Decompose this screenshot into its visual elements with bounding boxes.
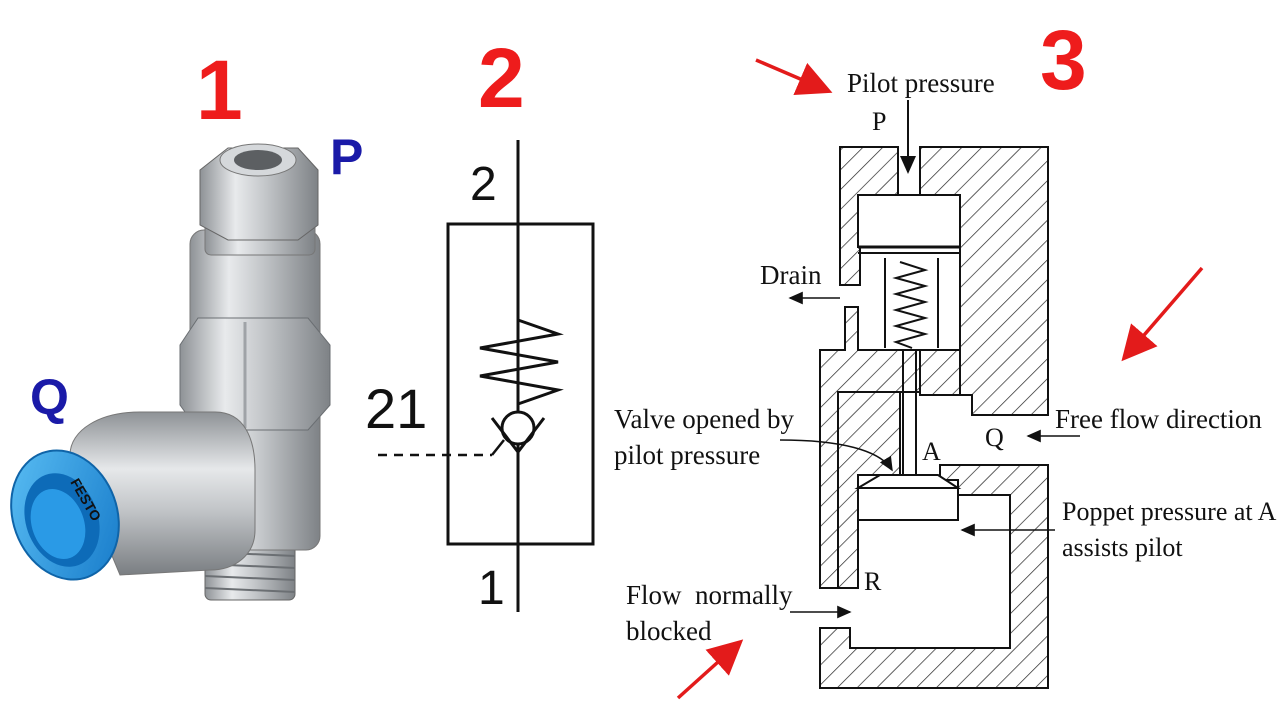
leader-arrows (779, 291, 1080, 619)
valve-cross-section (819, 100, 1049, 689)
label-free-flow: Free flow direction (1055, 404, 1262, 434)
panel-2-number: 2 (478, 31, 525, 125)
symbol-port-2: 2 (470, 158, 497, 211)
fitting-photo (10, 143, 331, 601)
label-drain: Drain (760, 260, 822, 290)
port-label-q: Q (30, 369, 69, 425)
check-valve-symbol (378, 140, 595, 612)
label-port-q: Q (985, 423, 1004, 452)
label-pilot-pressure: Pilot pressure (847, 68, 995, 98)
label-blocked: blocked (626, 616, 712, 646)
label-port-p: P (872, 107, 886, 136)
label-valve-opened-1: Valve opened by (614, 404, 794, 434)
label-port-r: R (864, 567, 882, 596)
red-pointer-arrows (676, 58, 1204, 700)
label-flow-normally: Flow normally (626, 580, 793, 610)
label-poppet-1: Poppet pressure at A (1062, 497, 1277, 526)
symbol-port-1: 1 (478, 562, 505, 615)
panel-3-number: 3 (1040, 13, 1087, 107)
port-label-p: P (330, 129, 364, 185)
panel-1-number: 1 (196, 43, 243, 137)
label-port-a: A (922, 437, 941, 466)
label-valve-opened-2: pilot pressure (614, 440, 760, 470)
symbol-pilot-port-21: 21 (365, 377, 427, 440)
label-poppet-2: assists pilot (1062, 533, 1183, 562)
